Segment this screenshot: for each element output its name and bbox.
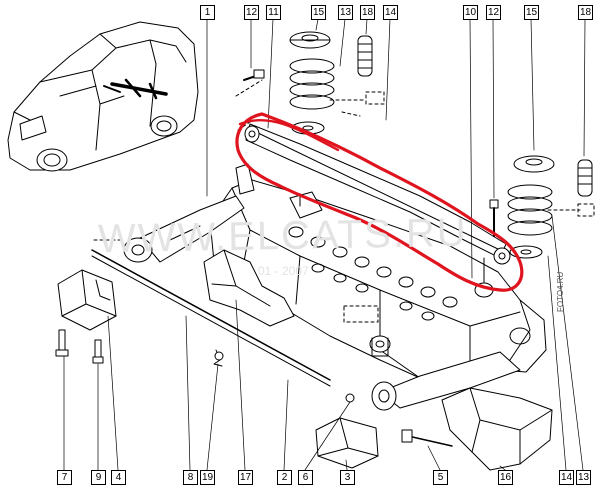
callout-bottom-14: 14 bbox=[559, 470, 574, 485]
callout-bottom-4: 4 bbox=[111, 470, 126, 485]
callout-top-12b: 12 bbox=[486, 5, 501, 20]
watermark-text: WWW.ELCATS.RU bbox=[97, 210, 469, 262]
callout-top-14: 14 bbox=[383, 5, 398, 20]
callout-bottom-3: 3 bbox=[340, 470, 355, 485]
tie-rod-lower-edge bbox=[91, 255, 331, 387]
source-tag: FOTO4.RU bbox=[556, 271, 565, 312]
callout-top-18b: 18 bbox=[578, 5, 593, 20]
callout-bottom-5: 5 bbox=[433, 470, 448, 485]
callout-top-18a: 18 bbox=[360, 5, 375, 20]
callout-top-15b: 15 bbox=[524, 5, 539, 20]
watermark-subtext: 01 - 2007 bbox=[258, 264, 309, 278]
callout-top-13: 13 bbox=[338, 5, 353, 20]
callout-bottom-13: 13 bbox=[576, 470, 591, 485]
callout-bottom-8: 8 bbox=[183, 470, 198, 485]
callout-bottom-9: 9 bbox=[91, 470, 106, 485]
callout-top-15a: 15 bbox=[311, 5, 326, 20]
callout-top-1: 1 bbox=[200, 5, 215, 20]
panhard-rod bbox=[244, 123, 511, 298]
tie-rod bbox=[91, 249, 331, 381]
red-highlight-overstroke bbox=[238, 119, 340, 152]
right-trailing-arm bbox=[369, 335, 521, 411]
callout-bottom-6: 6 bbox=[298, 470, 313, 485]
callout-bottom-19: 19 bbox=[200, 470, 215, 485]
callout-top-12a: 12 bbox=[244, 5, 259, 20]
left-spring-assembly bbox=[289, 31, 373, 135]
red-highlight-outline bbox=[235, 112, 524, 292]
vehicle-inset-drawing bbox=[7, 21, 199, 172]
left-mount-bracket bbox=[57, 269, 117, 331]
callout-bottom-16: 16 bbox=[498, 470, 513, 485]
upper-bolts bbox=[243, 69, 499, 237]
left-bolts bbox=[55, 329, 104, 364]
left-trailing-arm bbox=[123, 195, 245, 263]
callout-top-11: 11 bbox=[266, 5, 281, 20]
callout-top-10: 10 bbox=[463, 5, 478, 20]
callout-leaders bbox=[63, 18, 586, 471]
right-rear-bracket bbox=[441, 387, 553, 471]
callout-bottom-2: 2 bbox=[277, 470, 292, 485]
center-bracket bbox=[203, 249, 295, 367]
callout-bottom-7: 7 bbox=[57, 470, 72, 485]
callout-bottom-17: 17 bbox=[238, 470, 253, 485]
right-spring-assembly bbox=[507, 155, 593, 259]
